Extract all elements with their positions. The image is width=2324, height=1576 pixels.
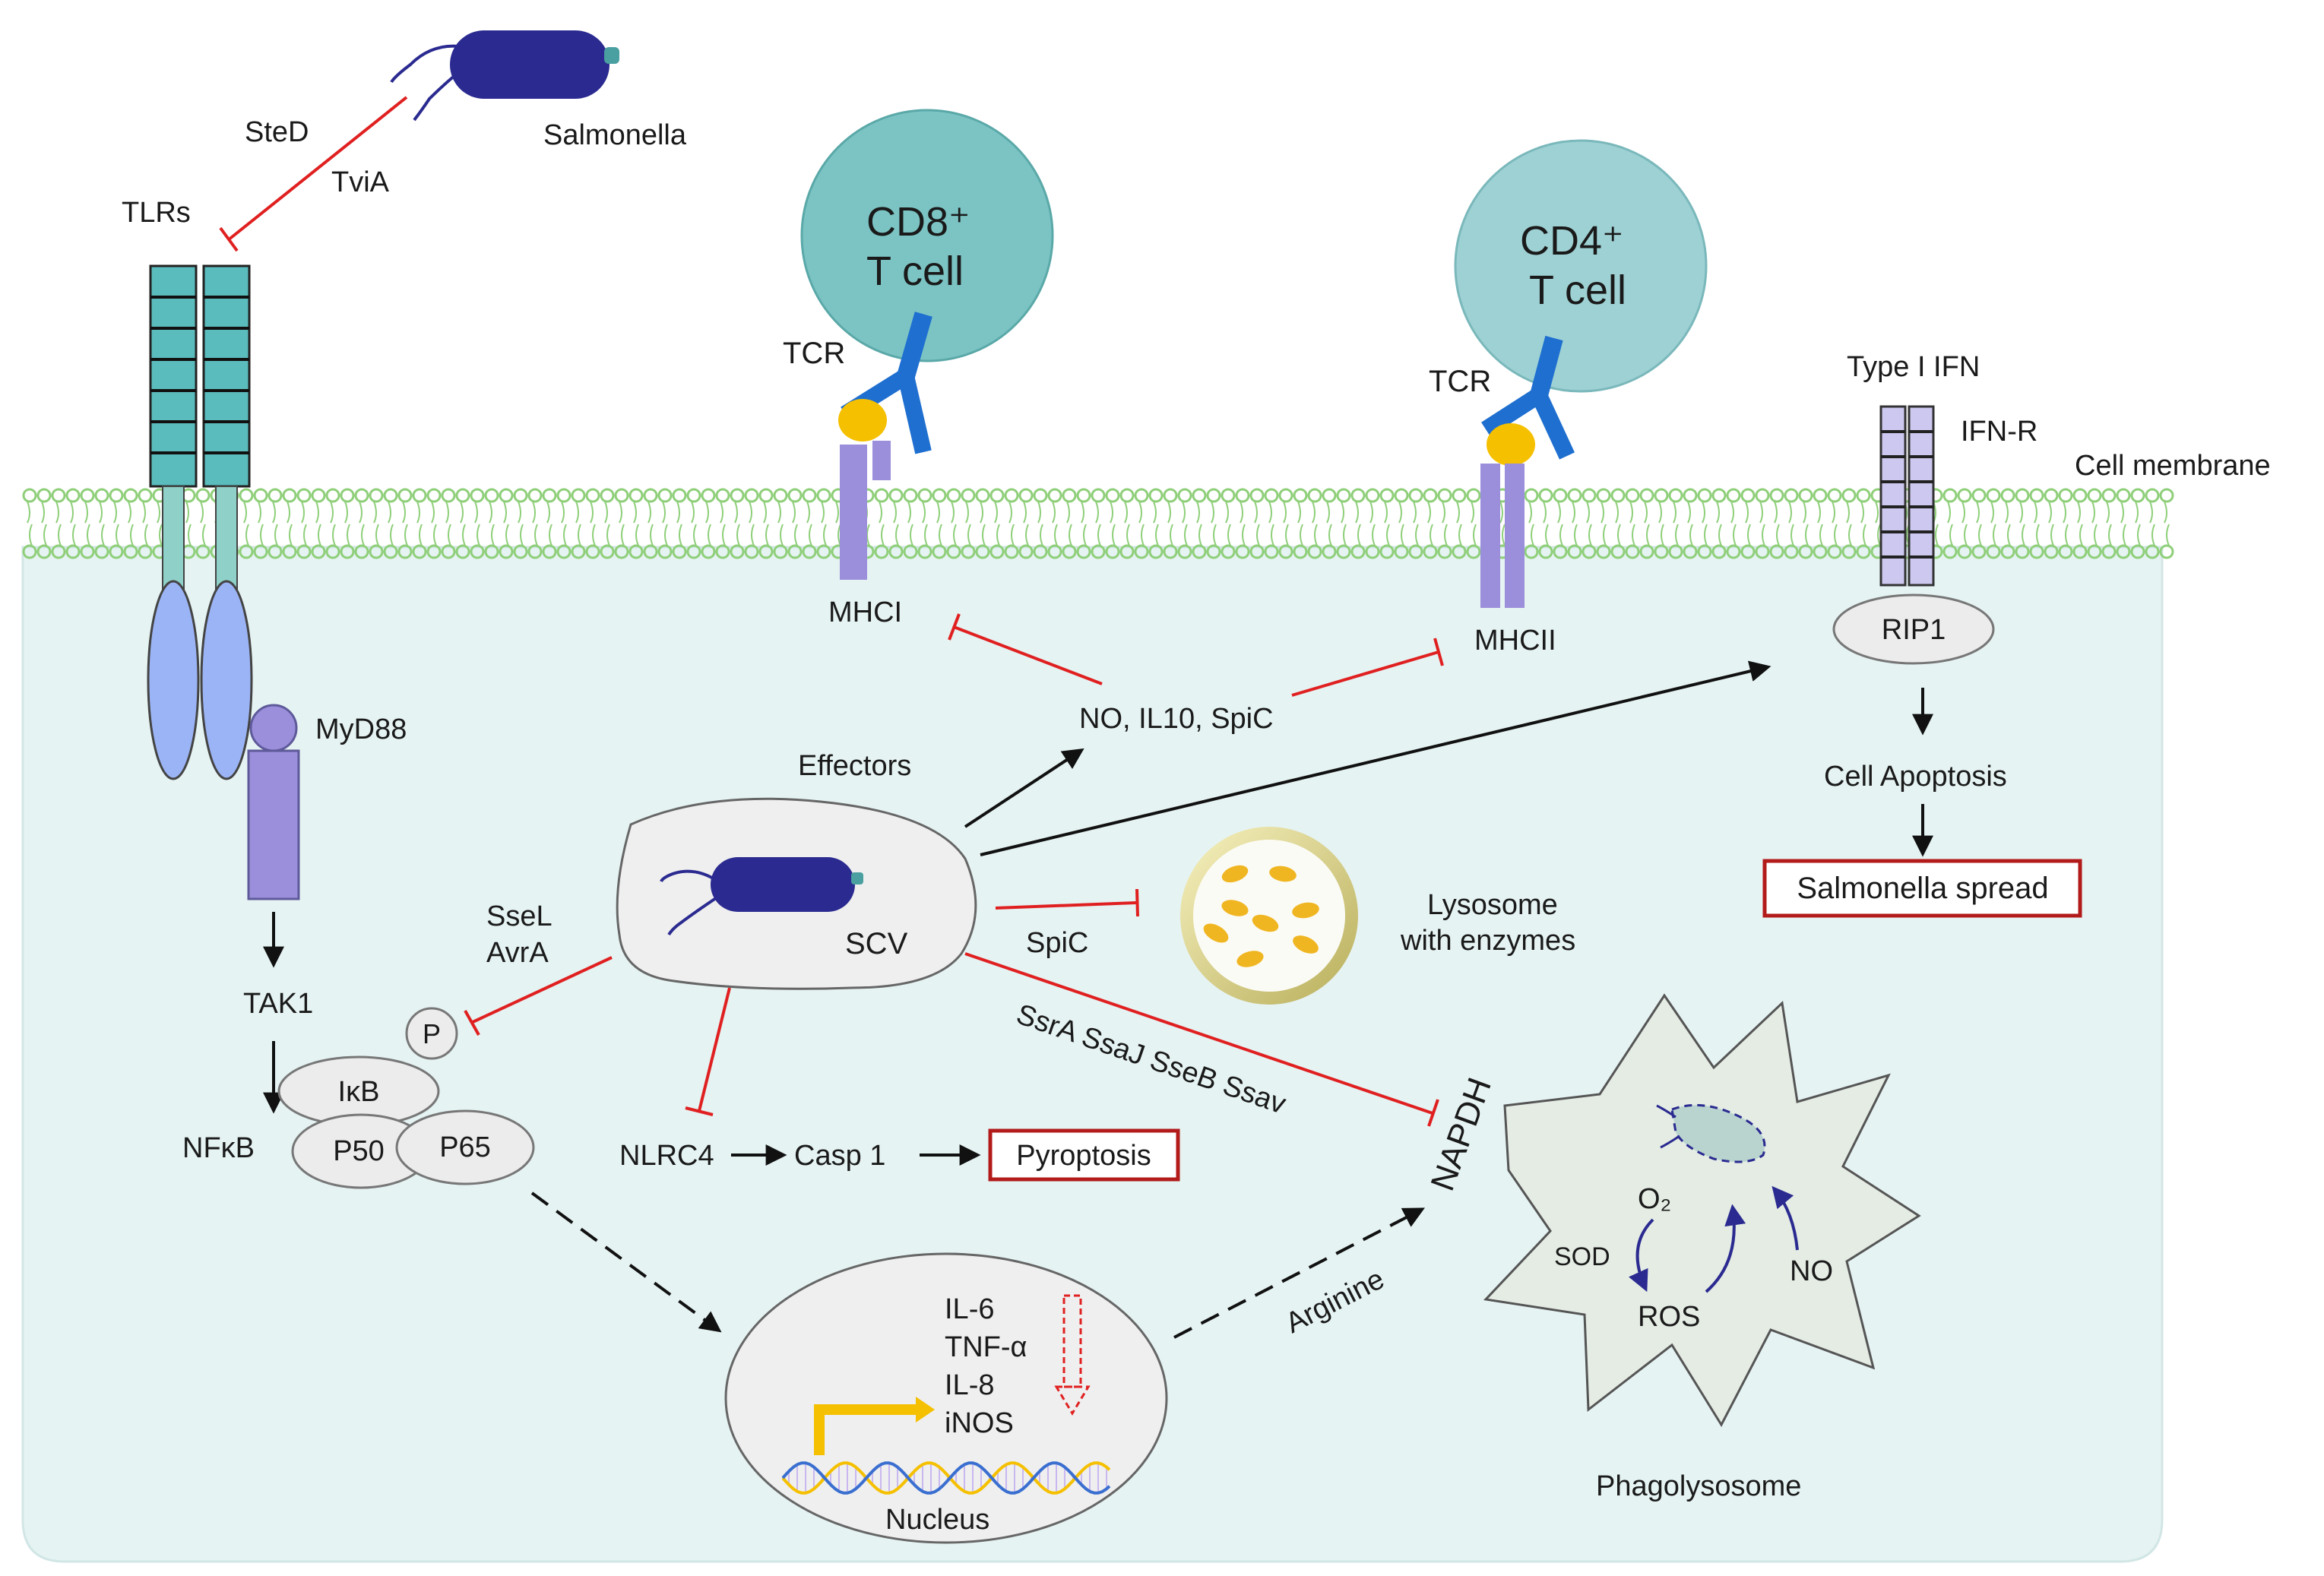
spic-inhibits-lysosome (995, 888, 1139, 917)
degraded-bacterium (1656, 1103, 1766, 1163)
mhci-label: MHCI (828, 597, 902, 628)
nfkb-to-nucleus-arrow (530, 1191, 722, 1333)
no-inhibits-mhcii (1291, 638, 1444, 697)
p65-label: P65 (439, 1131, 491, 1163)
avra-label: AvrA (486, 937, 549, 969)
salmonella-in-scv (660, 857, 863, 936)
myd88 (247, 704, 300, 900)
ifnr-label: IFN-R (1961, 416, 2037, 448)
nfkb-complex (277, 1007, 535, 1189)
salmonella-bacterium (390, 30, 619, 122)
pyroptosis-box (988, 1128, 1180, 1182)
cd4-t-cell (1454, 139, 1708, 393)
tlr-receptor (147, 264, 253, 780)
myd88-label: MyD88 (315, 714, 407, 745)
pyroptosis-label: Pyroptosis (1016, 1140, 1151, 1172)
tcr-cd4 (1481, 335, 1575, 460)
ros-cycle-arrows (1628, 1185, 1799, 1293)
lysosome (1180, 827, 1358, 1005)
salmonella-spread-box (1762, 859, 2082, 918)
o2-label: O₂ (1638, 1183, 1671, 1215)
phagolysosome-label: Phagolysosome (1596, 1470, 1801, 1502)
mhci (840, 441, 891, 580)
antigen-cd8 (838, 399, 887, 441)
phagolysosome (1483, 993, 1921, 1428)
cd8-tcell-label: T cell (866, 248, 964, 294)
nucleus-to-napdh-arrow (1173, 1207, 1425, 1339)
ssel-label: SseL (486, 900, 553, 932)
tlrs-label: TLRs (122, 197, 191, 229)
scv-to-no-arrow (964, 748, 1084, 828)
tcr-cd4-label: TCR (1429, 365, 1491, 398)
tak1-label: TAK1 (243, 988, 313, 1020)
rip1-label: RIP1 (1882, 614, 1946, 646)
cd4-label: CD4⁺ (1520, 218, 1624, 264)
ifn-receptor (1879, 405, 1935, 587)
effectors-label: Effectors (798, 750, 911, 782)
inos-label: iNOS (945, 1407, 1014, 1439)
upregulation-arrow (1054, 1294, 1091, 1416)
sod-label: SOD (1554, 1242, 1610, 1271)
cd8-label: CD8⁺ (866, 199, 970, 245)
type1-ifn-label: Type I IFN (1847, 351, 1980, 383)
il6-label: IL-6 (945, 1293, 994, 1325)
no-inhibits-mhci (948, 613, 1103, 685)
cd4-tcell-label: T cell (1529, 267, 1626, 313)
sted-tvia-inhibition (219, 96, 408, 252)
tcr-cd8-label: TCR (783, 337, 845, 370)
casp1-label: Casp 1 (794, 1140, 885, 1172)
transcription-start-arrow (814, 1397, 935, 1455)
spic-label: SpiC (1026, 927, 1088, 959)
nucleus-label: Nucleus (885, 1504, 989, 1536)
cell-membrane (22, 488, 2174, 559)
cell-membrane-label: Cell membrane (2075, 450, 2271, 482)
no-label: NO (1790, 1255, 1833, 1287)
ros-label: ROS (1638, 1301, 1700, 1333)
lysosome-label: Lysosome (1427, 889, 1558, 921)
nlrc4-label: NLRC4 (619, 1140, 714, 1172)
salmonella-label: Salmonella (543, 119, 687, 151)
tnfa-label: TNF-α (945, 1331, 1027, 1363)
mhcii-label: MHCII (1474, 625, 1556, 657)
scv-label: SCV (845, 927, 908, 960)
nfkb-label: NFκB (182, 1132, 255, 1164)
antigen-cd4 (1487, 423, 1535, 466)
il8-label: IL-8 (945, 1369, 994, 1401)
cell-apoptosis-label: Cell Apoptosis (1824, 761, 2007, 793)
ikb-label: IκB (338, 1076, 380, 1108)
cd8-t-cell (800, 109, 1054, 362)
no-il10-spic-label: NO, IL10, SpiC (1079, 703, 1274, 735)
p50-label: P50 (333, 1135, 385, 1167)
tvia-label: TviA (331, 166, 390, 198)
scv-to-rip1-arrow (980, 660, 1771, 856)
ssel-avra-inhibits-nfkb (464, 956, 613, 1036)
scv-inhibits-nlrc4 (685, 987, 731, 1116)
rip1 (1832, 593, 1995, 665)
dna-helix (781, 1461, 1111, 1495)
sted-label: SteD (245, 116, 309, 148)
salmonella-spread-label: Salmonella spread (1797, 872, 2048, 905)
lysosome-enzymes-label: with enzymes (1400, 925, 1575, 957)
phospho-label: P (423, 1018, 441, 1049)
mhcii (1480, 464, 1525, 608)
ssra-group-inhibits-napdh (964, 952, 1439, 1127)
